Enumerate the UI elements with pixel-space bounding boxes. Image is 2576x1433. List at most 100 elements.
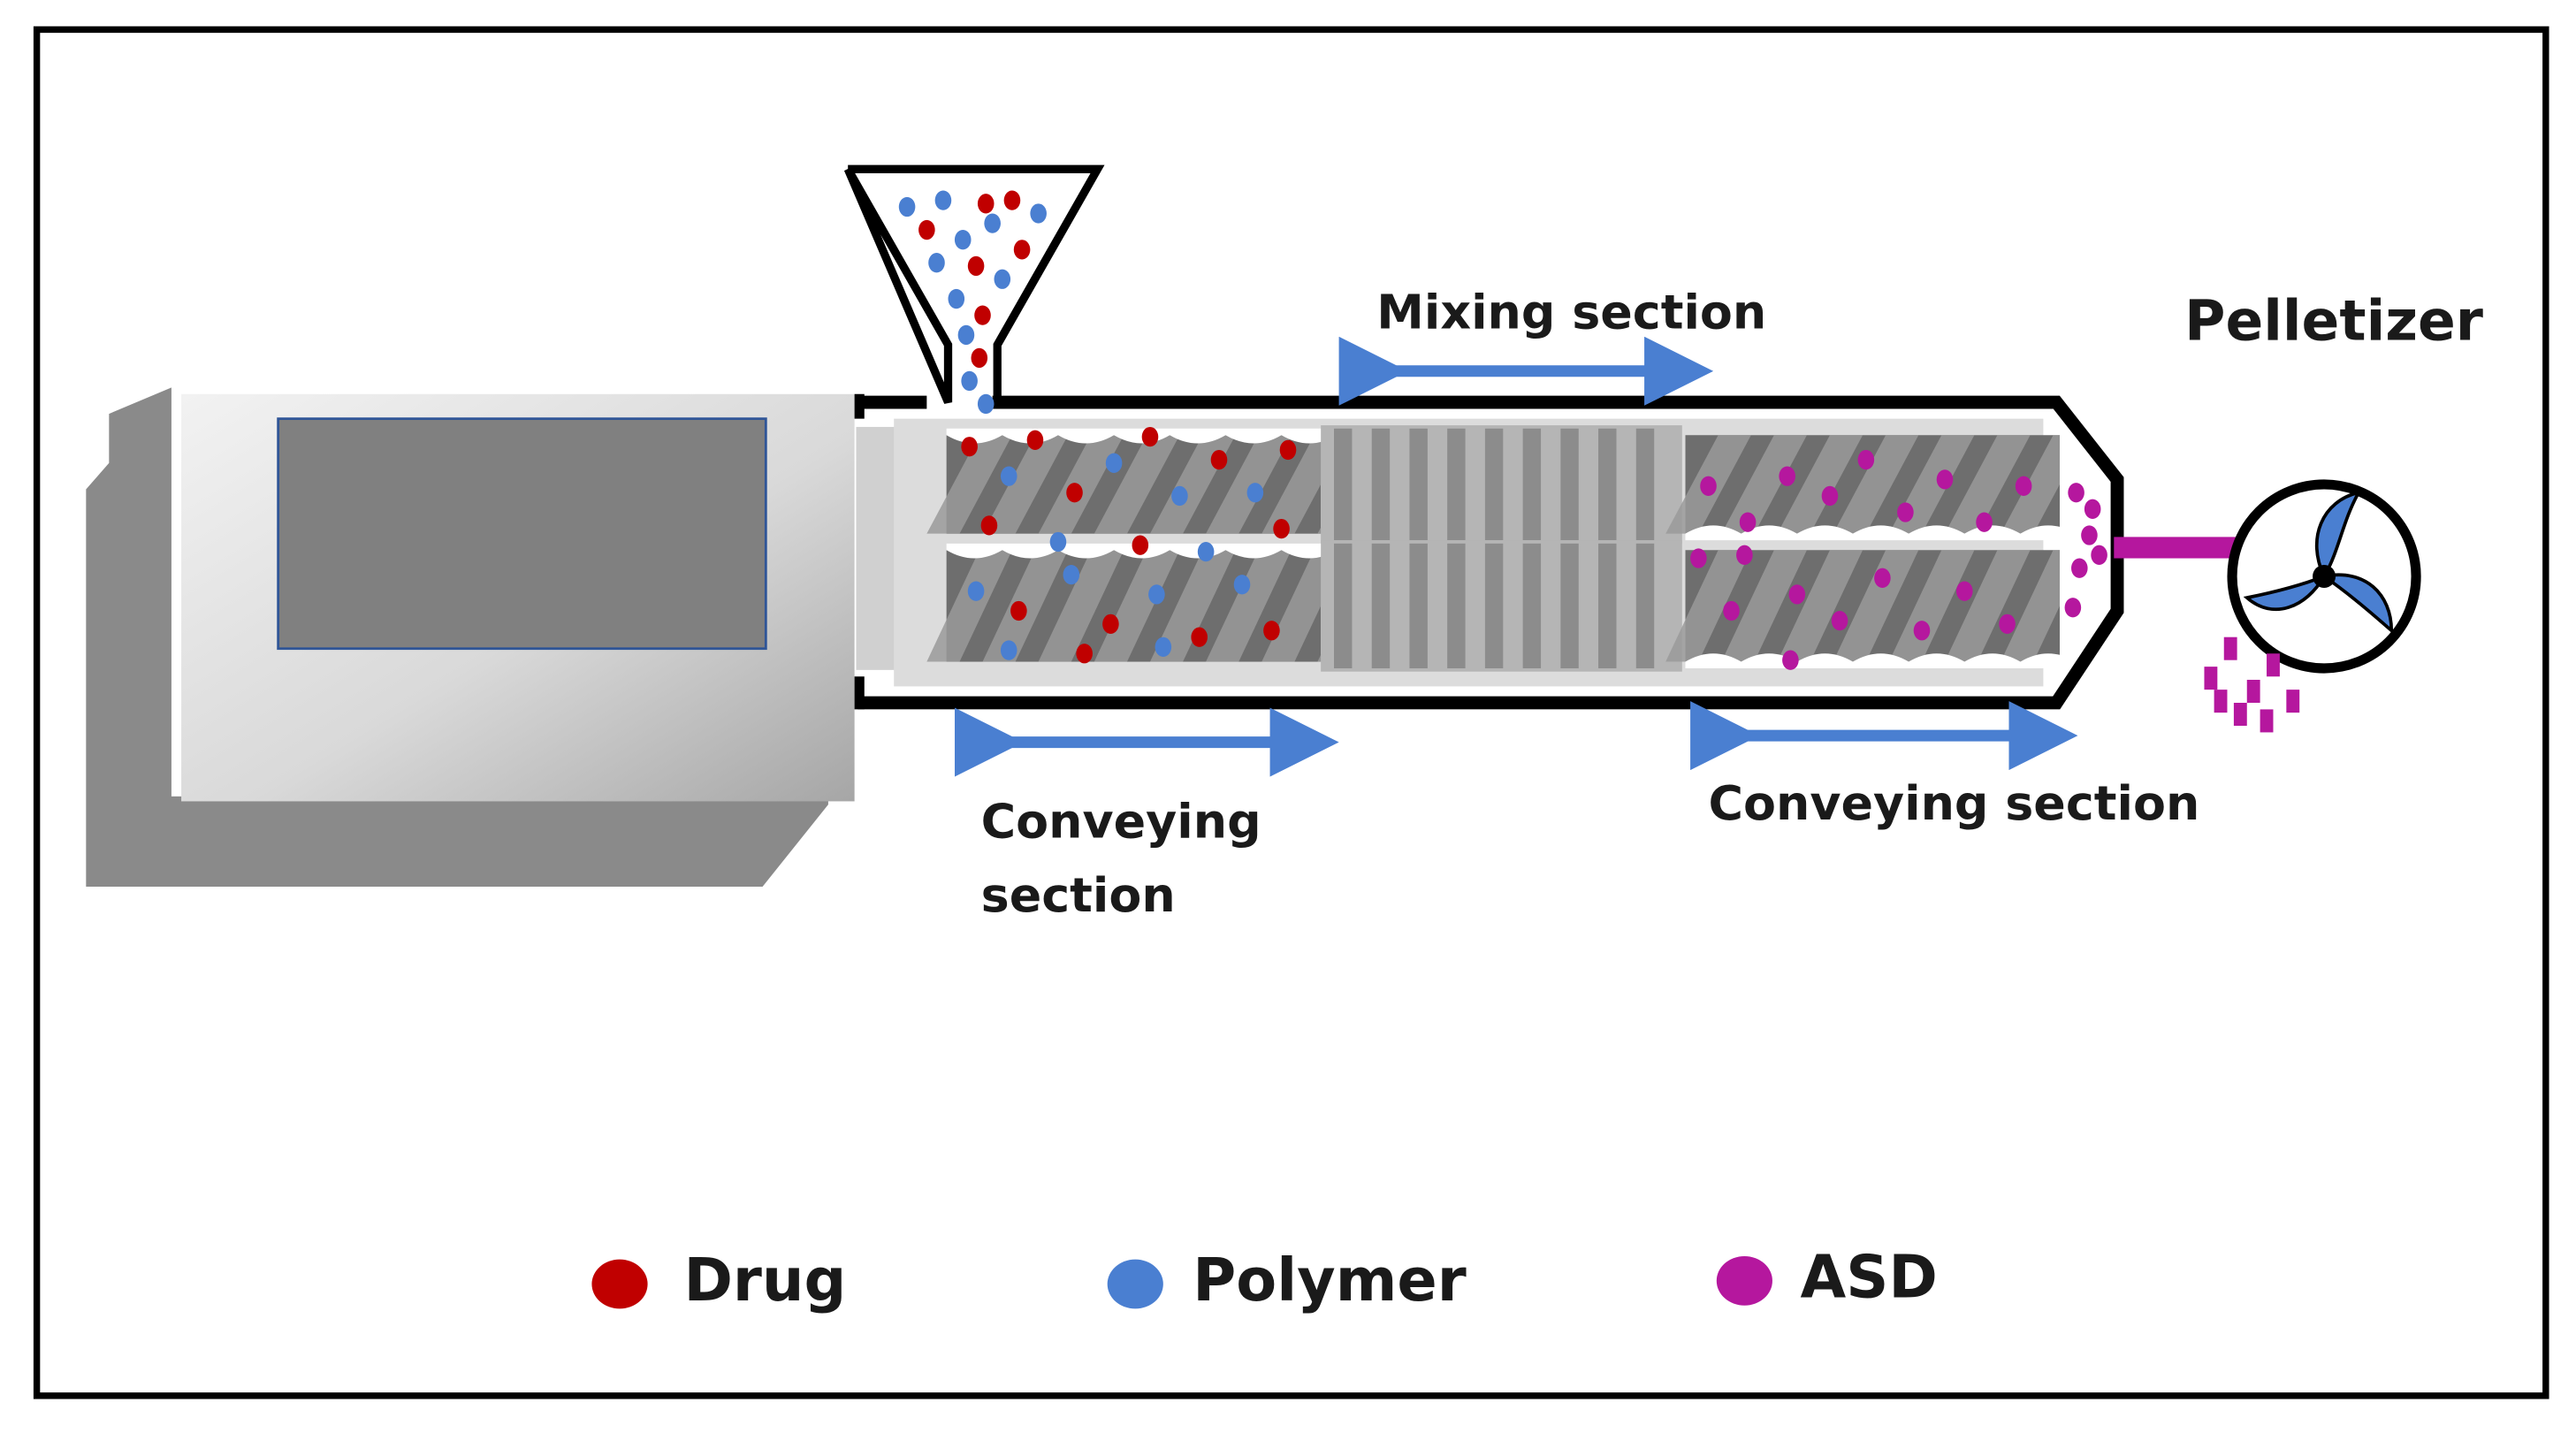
legend: Drug Polymer ASD (591, 1242, 1938, 1315)
conveying-right-label: Conveying section (1709, 775, 2200, 831)
polymer-particle (1049, 531, 1067, 553)
polymer-particle (967, 581, 985, 601)
kneading-disc (1560, 428, 1579, 541)
kneading-disc (1484, 428, 1504, 541)
polymer-particle (954, 230, 972, 250)
drug-particle (1066, 483, 1083, 503)
asd-particle (2091, 545, 2107, 565)
kneading-disc (1371, 428, 1391, 541)
screw-flight (1888, 550, 1975, 662)
hopper-particles (898, 190, 1047, 415)
drug-particle (1102, 614, 1119, 634)
pelletizer-label: Pelletizer (2184, 287, 2483, 353)
legend-polymer-label: Polymer (1193, 1246, 1466, 1315)
drug-particle (1003, 190, 1021, 210)
screw-flight (982, 435, 1069, 534)
asd-particle (1821, 485, 1839, 507)
drug-particle (971, 347, 988, 369)
asd-particle (1831, 610, 1848, 631)
kneading-disc (1560, 543, 1579, 668)
kneading-disc (1334, 428, 1353, 541)
polymer-particle (961, 370, 978, 392)
polymer-particle (1105, 453, 1123, 473)
screw-flight (1038, 550, 1124, 662)
drug-particle (1191, 627, 1208, 647)
screw-flight (926, 435, 1012, 534)
screw-flight (1944, 550, 2031, 662)
asd-particle (1700, 476, 1717, 496)
asd-particle (2084, 499, 2101, 519)
barrel-particles (961, 426, 2107, 670)
kneading-disc (1635, 543, 1655, 668)
pelletizer-blade-1 (2314, 490, 2362, 580)
screw-flight (1206, 550, 1292, 662)
mixing-section-label: Mixing section (1376, 284, 1766, 339)
asd-particle (1739, 512, 1757, 532)
motor-shadow (86, 387, 828, 888)
screw-flight (1833, 435, 1919, 534)
motor-panel (277, 417, 767, 651)
conveying-left-label-line1: Conveying (981, 793, 1261, 849)
asd-particle (1913, 621, 1931, 641)
kneading-disc (1334, 543, 1353, 668)
asd-particle (2015, 476, 2032, 496)
polymer-particle (1171, 485, 1188, 507)
kneading-disc (1409, 428, 1428, 541)
drug-particle (1273, 518, 1290, 539)
screw-flight (1944, 435, 2031, 534)
pellet (2267, 653, 2280, 677)
screw-flight (1094, 435, 1180, 534)
polymer-particle (1148, 584, 1165, 605)
screw-flight (1094, 550, 1180, 662)
drug-particle (1026, 430, 1044, 450)
screw-flight (1777, 435, 1863, 534)
polymer-particle (1030, 203, 1047, 224)
polymer-particle (1197, 541, 1215, 562)
polymer-particle (1000, 466, 1017, 486)
pellets (2204, 636, 2300, 733)
barrel-outline (857, 395, 2124, 710)
pelletizer-unit (2204, 479, 2421, 733)
drug-particle (1279, 439, 1297, 461)
polymer-particle (928, 253, 945, 273)
polymer-particle (1155, 636, 1172, 657)
pellet (2233, 702, 2247, 727)
pellet (2246, 679, 2260, 703)
screw-flight (1777, 550, 1863, 662)
polymer-particle (994, 269, 1011, 289)
drug-particle (977, 194, 995, 214)
pellet (2223, 636, 2237, 660)
drug-particle (967, 255, 985, 277)
drug-particle (1141, 426, 1159, 447)
polymer-particle (934, 190, 952, 210)
asd-particle (1736, 545, 1753, 565)
pellet (2214, 690, 2228, 713)
feed-hopper (843, 164, 1105, 415)
kneading-disc (1598, 543, 1617, 668)
drug-particle (918, 219, 935, 240)
legend-drug-marker (591, 1259, 648, 1309)
drug-particle (1263, 621, 1280, 641)
asd-particle (1955, 581, 1973, 601)
screw-flight (1833, 550, 1919, 662)
asd-particle (2064, 598, 2082, 618)
motor-drive-unit (86, 387, 947, 888)
polymer-particle (957, 324, 975, 346)
screw-flight (1665, 550, 1751, 662)
asd-particle (1782, 650, 1799, 670)
polymer-particle (1246, 483, 1264, 503)
legend-polymer-marker (1107, 1259, 1163, 1309)
conveying-left-label-line2: section (981, 867, 1176, 923)
kneading-disc (1598, 428, 1617, 541)
drug-particle (980, 515, 998, 536)
legend-drug-label: Drug (683, 1246, 846, 1315)
drug-particle (961, 437, 978, 457)
drug-particle (1132, 535, 1149, 555)
polymer-particle (1233, 575, 1251, 595)
asd-particle (2068, 483, 2084, 503)
screw-flight (1038, 435, 1124, 534)
polymer-particle (977, 393, 995, 415)
drug-particle (1210, 449, 1228, 470)
